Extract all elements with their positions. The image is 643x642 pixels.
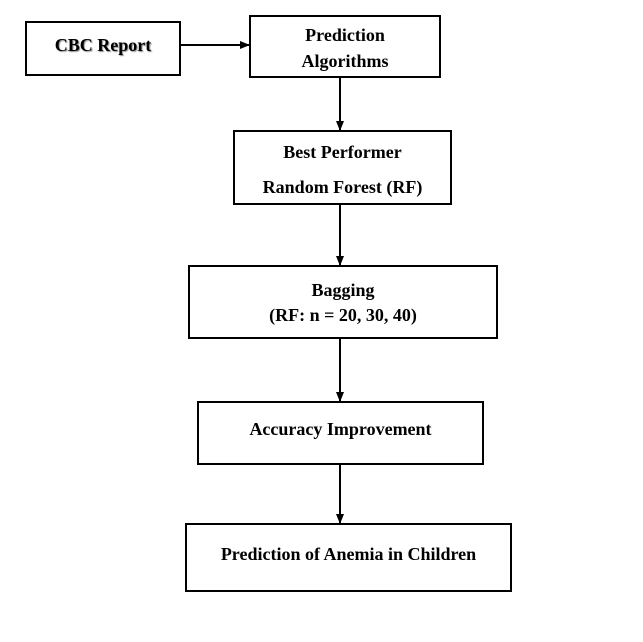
anemia-prediction-label: Prediction of Anemia in Children — [220, 544, 477, 564]
best-performer-box: Best Performer Random Forest (RF) — [233, 130, 452, 205]
best-performer-line2: Random Forest (RF) — [262, 177, 423, 197]
prediction-algorithms-line1: Prediction — [305, 25, 385, 45]
prediction-algorithms-line2: Algorithms — [301, 51, 389, 71]
bagging-line2: (RF: n = 20, 30, 40) — [269, 305, 417, 325]
accuracy-improvement-label: Accuracy Improvement — [249, 419, 432, 439]
cbc-report-label: CBC Report — [54, 35, 152, 55]
cbc-report-box: CBC Report — [25, 21, 181, 76]
best-performer-line1: Best Performer — [283, 142, 402, 162]
bagging-box: Bagging (RF: n = 20, 30, 40) — [188, 265, 498, 339]
prediction-algorithms-box: Prediction Algorithms — [249, 15, 441, 78]
accuracy-improvement-box: Accuracy Improvement — [197, 401, 484, 465]
anemia-prediction-box: Prediction of Anemia in Children — [185, 523, 512, 592]
bagging-line1: Bagging — [311, 280, 375, 300]
